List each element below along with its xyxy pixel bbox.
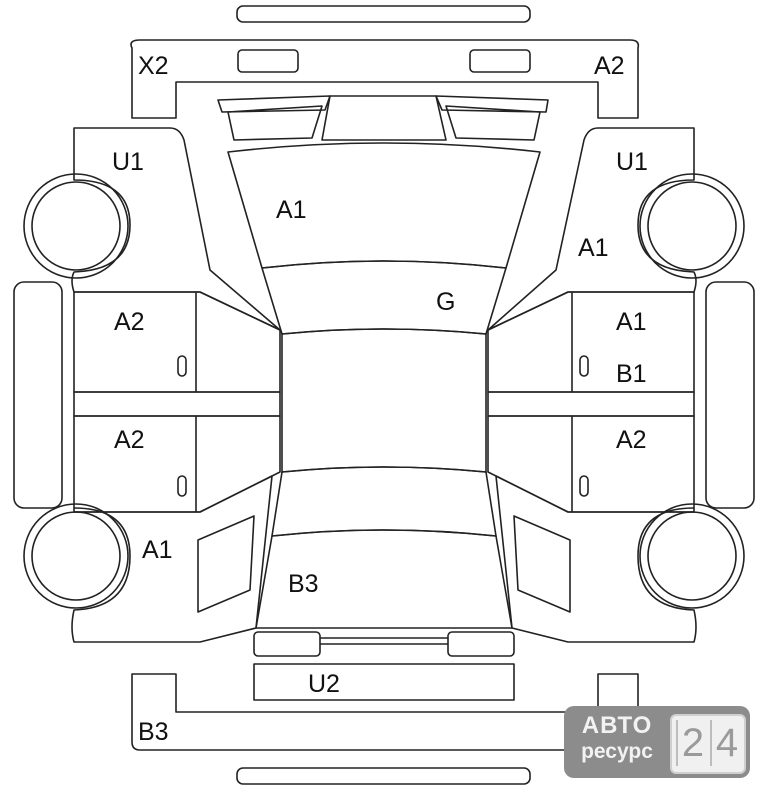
front-grille-outline bbox=[321, 95, 447, 141]
watermark-digit-1: 2 bbox=[676, 720, 708, 766]
label-b1-right-front-door: B1 bbox=[616, 360, 647, 388]
right-side-sill bbox=[705, 281, 755, 509]
rear-bumper-strip bbox=[236, 767, 531, 785]
right-tail-light bbox=[447, 631, 515, 657]
front-left-wheel bbox=[23, 173, 129, 279]
label-a1-left-rear: A1 bbox=[142, 536, 173, 564]
roof bbox=[281, 328, 487, 473]
left-side-sill bbox=[13, 281, 63, 509]
right-headlamp-unit bbox=[445, 105, 541, 141]
left-headlight bbox=[217, 95, 331, 113]
left-tail-light bbox=[253, 631, 321, 657]
hood bbox=[227, 142, 541, 269]
right-front-door-handle bbox=[579, 355, 589, 377]
left-headlamp-unit bbox=[227, 105, 323, 141]
watermark-number-box: 2 4 bbox=[670, 714, 746, 774]
label-g: G bbox=[436, 288, 455, 316]
left-front-door-handle bbox=[177, 355, 187, 377]
left-front-door bbox=[73, 291, 281, 393]
watermark-line1: АВТО bbox=[581, 712, 653, 739]
right-front-door bbox=[487, 291, 695, 393]
front-bumper bbox=[130, 39, 640, 119]
label-a2-left-rear-door: A2 bbox=[114, 426, 145, 454]
label-a2-right-rear-door: A2 bbox=[616, 426, 647, 454]
left-rear-door bbox=[73, 415, 281, 513]
left-rear-door-handle bbox=[177, 475, 187, 497]
front-right-wheel bbox=[639, 173, 745, 279]
left-fog-light bbox=[237, 49, 299, 73]
label-x2: X2 bbox=[138, 52, 169, 80]
right-headlight bbox=[435, 95, 549, 113]
watermark-digit-2: 4 bbox=[710, 720, 742, 766]
trunk-lid bbox=[255, 529, 513, 629]
windshield bbox=[261, 260, 507, 335]
label-a1-hood: A1 bbox=[276, 196, 307, 224]
rear-right-wheel bbox=[639, 503, 745, 609]
rear-panel bbox=[253, 663, 515, 701]
label-a2-left-front-door: A2 bbox=[114, 308, 145, 336]
rear-window bbox=[271, 466, 497, 537]
label-u2: U2 bbox=[308, 670, 340, 698]
label-a1-right-front-door: A1 bbox=[616, 308, 647, 336]
left-rear-window-strip bbox=[197, 515, 255, 613]
right-rear-quarter bbox=[495, 475, 697, 643]
rear-left-wheel bbox=[23, 503, 129, 609]
label-u1-right: U1 bbox=[616, 148, 648, 176]
right-fog-light bbox=[469, 49, 531, 73]
rear-bumper bbox=[131, 673, 639, 751]
right-rear-door-handle bbox=[579, 475, 589, 497]
label-a1-right-fender: A1 bbox=[578, 234, 609, 262]
label-b3-bumper: B3 bbox=[138, 718, 169, 746]
right-pillar bbox=[487, 391, 695, 417]
label-a2-top: A2 bbox=[594, 52, 625, 80]
label-u1-left: U1 bbox=[112, 148, 144, 176]
right-rear-door bbox=[487, 415, 695, 513]
left-pillar bbox=[73, 391, 281, 417]
left-rear-quarter bbox=[71, 475, 273, 643]
watermark-line2: ресурс bbox=[581, 740, 653, 763]
label-b3-trunk: B3 bbox=[288, 570, 319, 598]
front-bumper-strip bbox=[236, 5, 531, 23]
left-front-fender bbox=[71, 127, 281, 331]
right-front-fender bbox=[487, 127, 697, 331]
right-rear-window-strip bbox=[513, 515, 571, 613]
